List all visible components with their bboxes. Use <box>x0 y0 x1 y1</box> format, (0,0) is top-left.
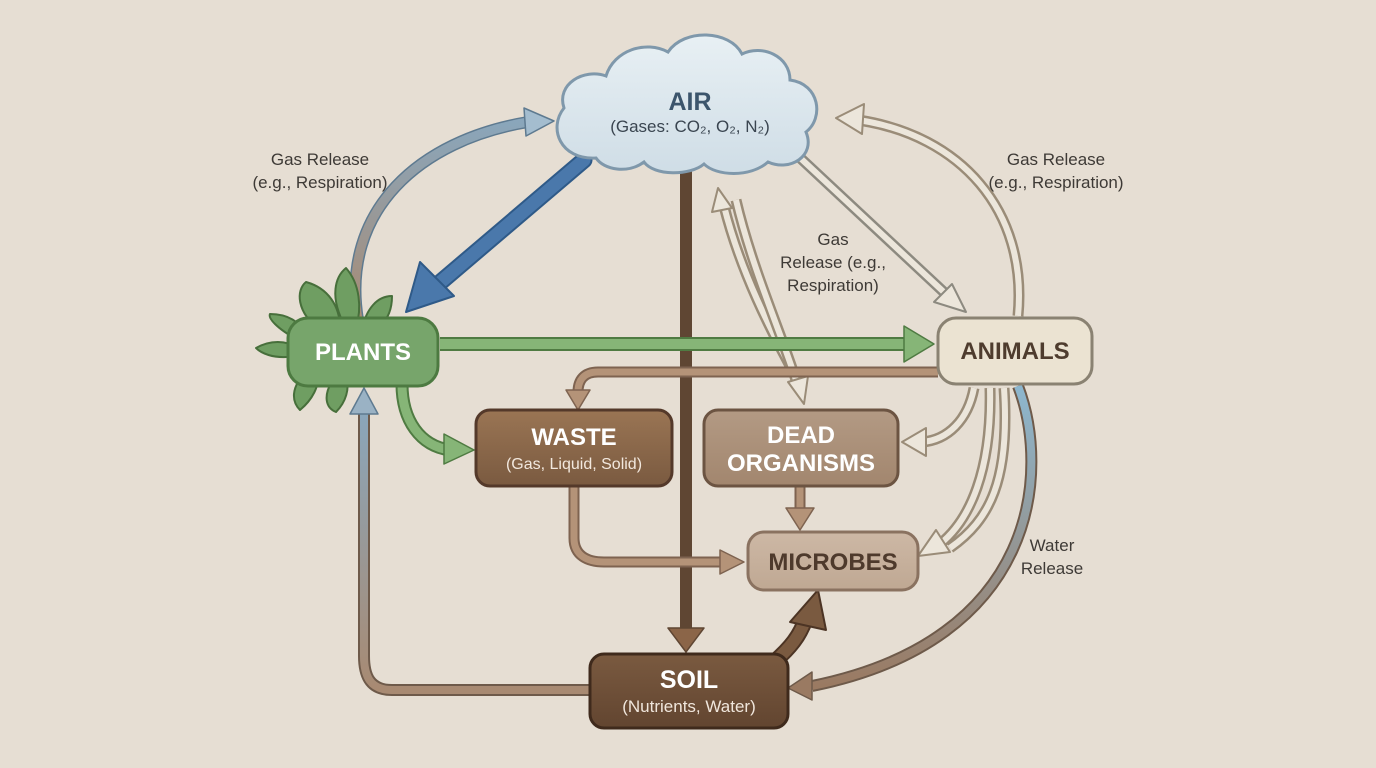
arrow-dead-to-microbes <box>785 486 815 531</box>
waste-subtitle: (Gas, Liquid, Solid) <box>506 456 642 473</box>
arrow-animals-to-air <box>835 103 1025 317</box>
arrow-waste-to-microbes <box>568 486 745 575</box>
arrow-air-to-plants <box>405 151 593 313</box>
annotation-right-gas-release: Gas Release (e.g., Respiration) <box>988 150 1124 192</box>
air-cloud-shape <box>555 33 819 175</box>
microbes-title: MICROBES <box>768 549 897 576</box>
annotation-left-gas-release: Gas Release (e.g., Respiration) <box>252 150 388 192</box>
animals-box <box>936 316 1094 386</box>
air-title: AIR <box>668 88 711 116</box>
node-air: AIR (Gases: CO₂, O₂, N₂) <box>555 33 819 175</box>
waste-box <box>474 408 674 488</box>
arrow-air-to-dead <box>730 198 809 405</box>
arrow-plants-to-air <box>349 107 555 326</box>
arrow-plants-to-animals <box>440 325 935 363</box>
arrow-animals-to-dead <box>901 386 980 457</box>
waste-title: WASTE <box>531 424 616 451</box>
dead-organisms-box <box>702 408 900 488</box>
arrow-animals-to-waste <box>565 366 938 411</box>
dead-organisms-line2: ORGANISMS <box>727 450 875 477</box>
node-dead-organisms: DEAD ORGANISMS <box>702 408 900 488</box>
microbes-box <box>746 530 920 592</box>
arrow-plants-to-waste <box>395 383 475 465</box>
plants-title: PLANTS <box>315 339 411 366</box>
arrow-animals-to-soil <box>787 383 1038 701</box>
node-microbes: MICROBES <box>746 530 920 592</box>
node-soil: SOIL (Nutrients, Water) <box>588 652 790 730</box>
node-waste: WASTE (Gas, Liquid, Solid) <box>474 408 674 488</box>
plants-box <box>286 316 440 388</box>
arrow-soil-to-plants <box>349 387 590 696</box>
arrow-soil-to-microbes <box>768 589 827 669</box>
arrow-animals-to-microbes <box>917 387 1011 557</box>
soil-title: SOIL <box>660 666 718 694</box>
node-plants: PLANTS <box>255 267 440 413</box>
animals-title: ANIMALS <box>960 338 1069 365</box>
dead-organisms-line1: DEAD <box>767 422 835 449</box>
annotation-middle-gas-release: Gas Release (e.g., Respiration) <box>780 230 886 295</box>
arrow-air-to-animals <box>792 149 967 313</box>
soil-subtitle: (Nutrients, Water) <box>622 697 756 716</box>
arrow-air-to-soil <box>667 170 705 653</box>
air-subtitle: (Gases: CO₂, O₂, N₂) <box>610 117 770 136</box>
node-animals: ANIMALS <box>936 316 1094 386</box>
annotation-water-release: Water Release <box>1020 536 1084 578</box>
soil-box <box>588 652 790 730</box>
